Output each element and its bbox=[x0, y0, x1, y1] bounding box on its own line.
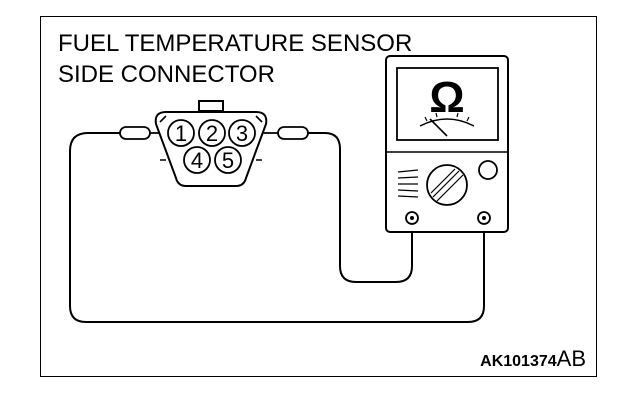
lead-pin3-to-meter bbox=[306, 132, 413, 283]
pin-4-label: 4 bbox=[191, 148, 203, 173]
figure-code-number: AK101374 bbox=[480, 353, 557, 370]
ohm-symbol: Ω bbox=[429, 73, 464, 122]
meter-scale bbox=[419, 118, 475, 127]
title-line-1: FUEL TEMPERATURE SENSOR bbox=[58, 30, 413, 57]
figure-code: AK101374AB bbox=[480, 346, 586, 372]
pin-3: 3 bbox=[228, 119, 256, 147]
meter-needle bbox=[429, 118, 448, 137]
selector-dial bbox=[426, 164, 468, 206]
pin-5: 5 bbox=[214, 146, 242, 174]
pin-5-label: 5 bbox=[222, 148, 234, 173]
lead-pin1-to-meter bbox=[69, 132, 485, 323]
test-leads bbox=[69, 132, 485, 323]
ohmmeter: Ω bbox=[385, 55, 509, 233]
title-line-2: SIDE CONNECTOR bbox=[58, 61, 275, 88]
diagram-title: FUEL TEMPERATURE SENSOR SIDE CONNECTOR bbox=[58, 28, 412, 90]
pin-2: 2 bbox=[198, 119, 226, 147]
pin-3-label: 3 bbox=[236, 121, 248, 146]
pin-4: 4 bbox=[183, 146, 211, 174]
connector-latch bbox=[198, 100, 224, 112]
connector-pins: 1 2 3 4 5 bbox=[167, 119, 256, 174]
range-markings bbox=[397, 169, 419, 198]
pin-1: 1 bbox=[167, 119, 195, 147]
figure-code-suffix: AB bbox=[556, 346, 586, 371]
adjust-knob bbox=[478, 160, 498, 180]
pin-1-label: 1 bbox=[175, 121, 187, 146]
meter-display bbox=[396, 67, 499, 141]
pin-2-label: 2 bbox=[206, 121, 218, 146]
